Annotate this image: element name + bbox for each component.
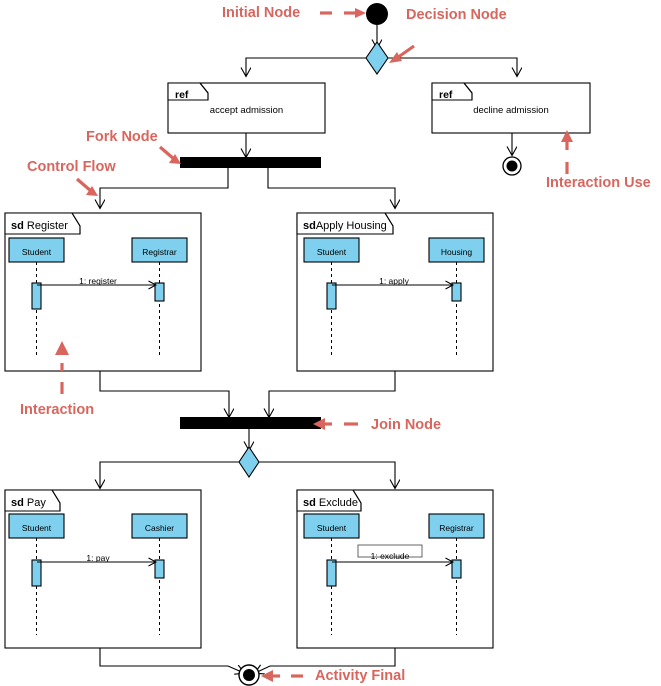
interaction-frame-register[interactable] — [4, 212, 202, 372]
control-flow-decision-branches — [246, 57, 517, 76]
leader-interaction-use — [561, 130, 573, 174]
sd-header-exclude: sd Exclude — [303, 493, 358, 511]
annotation-label: Interaction Use — [546, 175, 651, 191]
annotation-label: Fork Node — [86, 129, 158, 145]
sd-keyword: sd — [11, 497, 24, 509]
lifeline-label: Registrar — [439, 523, 474, 533]
sd-name: Exclude — [318, 497, 359, 509]
sd-name: Register — [26, 220, 68, 232]
annotation-join-node: Join Node — [371, 416, 441, 434]
control-flow-to-activity-final — [99, 648, 396, 673]
annotation-label: Decision Node — [406, 7, 507, 23]
message-label: 1: exclude — [370, 551, 410, 561]
ref-keyword-accept-admission: ref — [175, 85, 188, 103]
sd-header-apply-housing: sdApply Housing — [303, 216, 387, 234]
decision-node-bottom — [238, 446, 260, 478]
lifeline-label: Cashier — [144, 523, 175, 533]
lifeline-head-exclude-1: Registrar — [429, 518, 484, 536]
message-label-register-0: 1: register — [48, 271, 148, 289]
message-label: 1: register — [79, 276, 117, 286]
annotation-label: Interaction — [20, 402, 95, 418]
lifeline-label: Student — [316, 523, 347, 533]
lifeline-label: Student — [21, 523, 52, 533]
message-label: 1: apply — [379, 276, 409, 286]
lifeline-label: Registrar — [142, 247, 177, 257]
annotation-decision-node: Decision Node — [406, 6, 507, 24]
lifeline-head-pay-0: Student — [9, 518, 64, 536]
annotation-label: Initial Node — [222, 5, 301, 21]
sd-keyword: sd — [303, 497, 316, 509]
interaction-use-accept-admission[interactable] — [167, 82, 326, 134]
lifeline-label: Student — [21, 247, 52, 257]
lifeline-label: Housing — [440, 247, 473, 257]
fork-node — [180, 157, 321, 168]
ref-name: accept admission — [209, 105, 284, 116]
sd-keyword: sd — [11, 220, 24, 232]
leader-fork-node — [158, 145, 181, 164]
leader-initial-node — [320, 8, 366, 18]
ref-name: decline admission — [473, 105, 549, 116]
annotation-control-flow: Control Flow — [27, 158, 116, 176]
ref-name-decline-admission: decline admission — [432, 100, 590, 118]
sd-name: Pay — [26, 497, 46, 509]
activity-final-node-right — [502, 156, 522, 176]
interaction-use-decline-admission[interactable] — [431, 82, 591, 134]
control-flow-to-join — [99, 371, 396, 417]
interaction-frame-exclude[interactable] — [296, 489, 494, 649]
annotation-interaction-use: Interaction Use — [546, 174, 651, 192]
lifeline-head-pay-1: Cashier — [132, 518, 187, 536]
sd-name: Apply Housing — [315, 220, 387, 232]
leader-join-node — [313, 418, 358, 430]
ref-keyword: ref — [175, 89, 189, 101]
sd-header-pay: sd Pay — [11, 493, 46, 511]
message-label-apply-housing-0: 1: apply — [344, 271, 444, 289]
lifeline-head-register-1: Registrar — [132, 242, 187, 260]
message-label-exclude-0: 1: exclude — [358, 546, 422, 564]
join-node — [180, 417, 321, 429]
activity-final-node-bottom — [238, 664, 260, 686]
leader-control-flow — [75, 177, 98, 196]
control-flow-fork-branches — [100, 168, 395, 208]
lifeline-head-apply-housing-0: Student — [304, 242, 359, 260]
message-label: 1: pay — [86, 553, 110, 563]
annotation-fork-node: Fork Node — [86, 128, 158, 146]
control-flow-decision-bottom-branches — [100, 461, 395, 488]
annotation-interaction: Interaction — [20, 401, 94, 419]
leader-interaction — [55, 341, 69, 394]
interaction-frame-pay[interactable] — [4, 489, 202, 649]
sd-keyword: sd — [303, 220, 316, 232]
ref-keyword-decline-admission: ref — [439, 85, 452, 103]
annotation-initial-node: Initial Node — [222, 4, 300, 22]
ref-name-accept-admission: accept admission — [168, 100, 325, 118]
annotation-activity-final: Activity Final — [315, 667, 405, 685]
annotation-label: Control Flow — [27, 159, 116, 175]
leader-decision-node — [389, 44, 415, 63]
ref-keyword: ref — [439, 89, 453, 101]
interaction-frame-apply-housing[interactable] — [296, 212, 494, 372]
annotation-label: Activity Final — [315, 668, 406, 684]
lifeline-head-apply-housing-1: Housing — [429, 242, 484, 260]
decision-node-top — [365, 41, 389, 75]
leader-activity-final — [261, 670, 303, 682]
message-label-pay-0: 1: pay — [48, 548, 148, 566]
lifeline-head-exclude-0: Student — [304, 518, 359, 536]
lifeline-label: Student — [316, 247, 347, 257]
sd-header-register: sd Register — [11, 216, 68, 234]
lifeline-head-register-0: Student — [9, 242, 64, 260]
annotation-label: Join Node — [371, 417, 442, 433]
initial-node — [366, 3, 388, 25]
